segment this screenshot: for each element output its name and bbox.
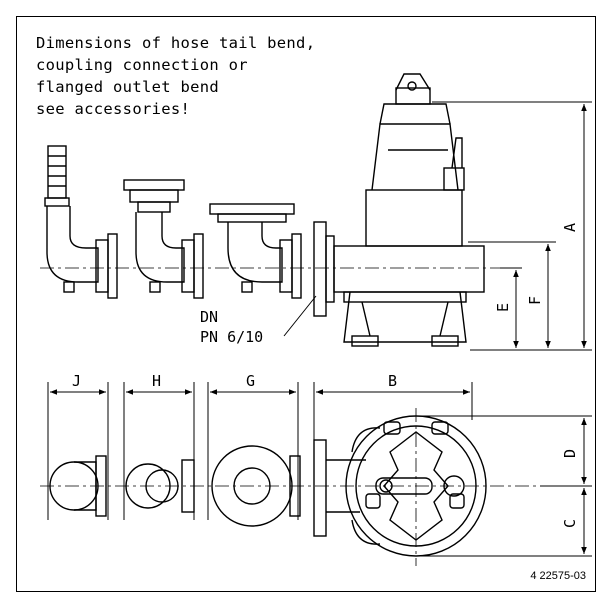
vertical-dimensions-top bbox=[432, 101, 592, 351]
note-line-3: flanged outlet bend bbox=[36, 78, 220, 96]
dim-c-label: C bbox=[561, 519, 579, 528]
flanged-outlet-bend bbox=[209, 203, 302, 299]
note-line-1: Dimensions of hose tail bend, bbox=[36, 34, 316, 52]
dim-b-label: B bbox=[388, 372, 397, 390]
dim-h-label: H bbox=[152, 372, 161, 390]
pn-label: PN 6/10 bbox=[200, 328, 263, 346]
vertical-dimensions-bottom bbox=[418, 415, 592, 557]
note-line-2: coupling connection or bbox=[36, 56, 248, 74]
dim-j-label: J bbox=[72, 372, 81, 390]
coupling-connection bbox=[123, 179, 204, 299]
drawing-reference-number: 4 22575-03 bbox=[530, 570, 586, 582]
accessories-note: Dimensions of hose tail bend, coupling c… bbox=[36, 32, 315, 120]
dn-leader bbox=[283, 295, 317, 337]
horizontal-dimensions-bottom bbox=[47, 382, 473, 520]
hose-tail-bend bbox=[44, 145, 118, 299]
drawing-frame bbox=[16, 16, 596, 592]
note-line-4: see accessories! bbox=[36, 100, 191, 118]
dim-f-label: F bbox=[526, 296, 544, 305]
dim-e-label: E bbox=[494, 303, 512, 312]
pump-side-view bbox=[313, 73, 485, 347]
dn-label: DN bbox=[200, 308, 218, 326]
dim-g-label: G bbox=[246, 372, 255, 390]
dim-a-label: A bbox=[561, 223, 579, 232]
dim-d-label: D bbox=[561, 449, 579, 458]
